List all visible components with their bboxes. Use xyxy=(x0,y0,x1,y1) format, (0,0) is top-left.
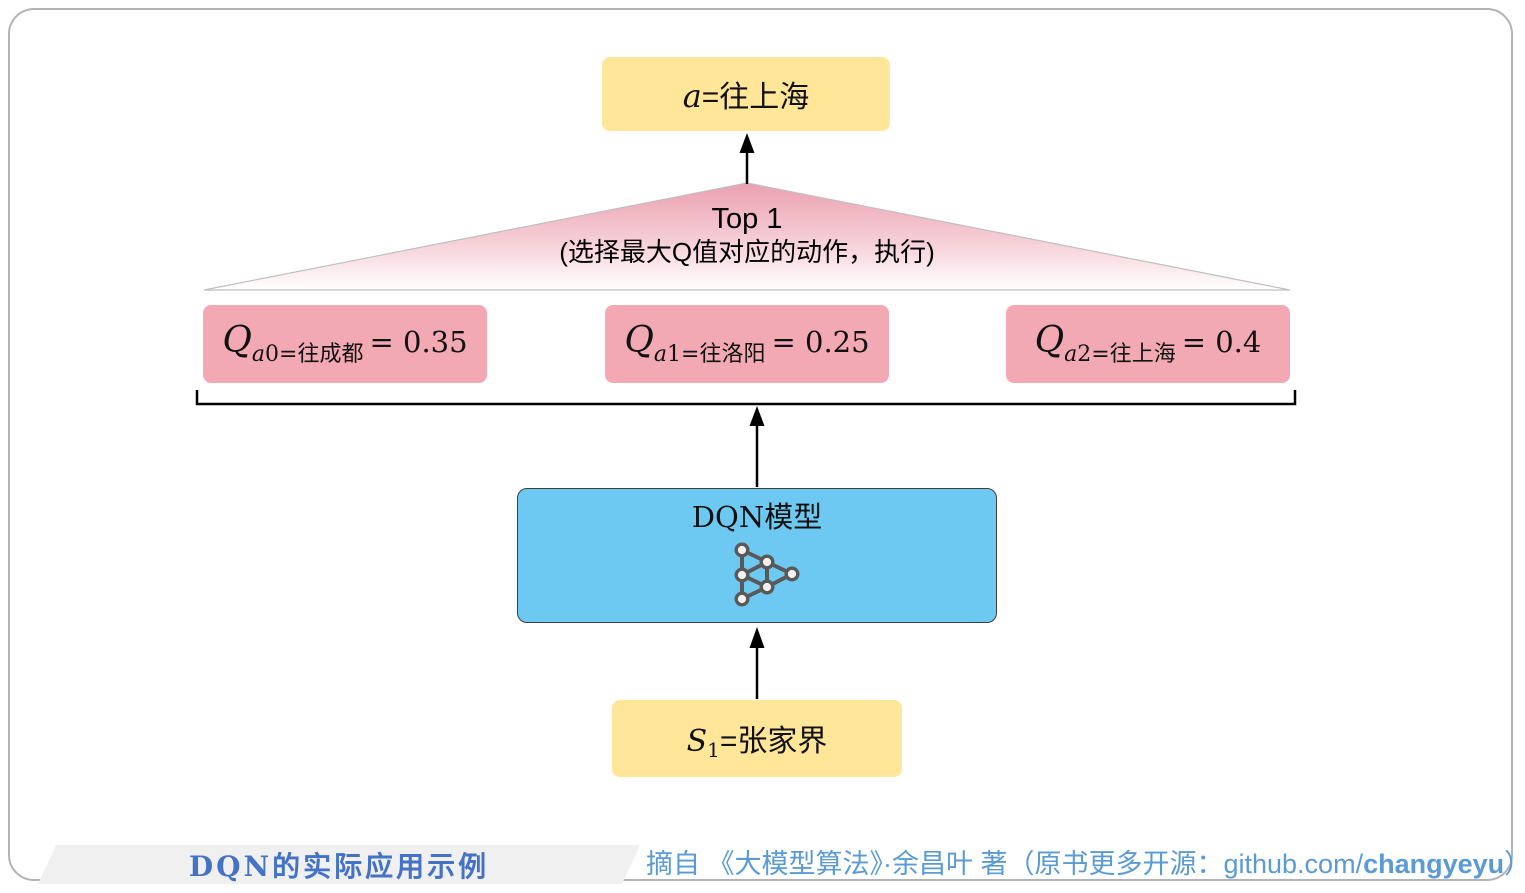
footer-title: DQN的实际应用示例 xyxy=(188,849,490,883)
q-value-text-2: Qa2=往上海= 0.4 xyxy=(1034,320,1262,367)
footer-source-text: 摘自 《大模型算法》·余昌叶 著（原书更多开源：github.com/ xyxy=(646,849,1364,879)
state-box: S1=张家界 xyxy=(612,700,902,777)
footer-title-banner: DQN的实际应用示例 xyxy=(38,845,640,884)
footer-source: 摘自 《大模型算法》·余昌叶 著（原书更多开源：github.com/chang… xyxy=(646,845,1525,884)
arrow-model-to-qvalues xyxy=(749,406,765,487)
selection-rule-label: (选择最大Q值对应的动作，执行) xyxy=(559,237,935,267)
q-value-text-1: Qa1=往洛阳= 0.25 xyxy=(624,320,870,367)
arrow-state-to-model xyxy=(749,627,765,699)
state-label: S1=张家界 xyxy=(686,723,828,762)
action-box: a=往上海 xyxy=(602,57,890,131)
footer-source-suffix: ） xyxy=(1504,849,1525,879)
neural-network-icon xyxy=(734,542,800,607)
q-value-box-1: Qa1=往洛阳= 0.25 xyxy=(605,305,889,383)
arrow-to-action xyxy=(739,133,755,184)
selection-triangle xyxy=(203,182,1291,291)
q-value-box-2: Qa2=往上海= 0.4 xyxy=(1006,305,1290,383)
q-value-box-0: Qa0=往成都= 0.35 xyxy=(203,305,487,383)
page-border xyxy=(8,8,1513,881)
q-value-text-0: Qa0=往成都= 0.35 xyxy=(222,320,468,367)
footer-source-author-handle: changyeyu xyxy=(1363,849,1505,879)
dqn-model-label: DQN模型 xyxy=(691,500,823,534)
top1-label: Top 1 xyxy=(711,203,783,235)
selection-triangle-label: Top 1 (选择最大Q值对应的动作，执行) xyxy=(380,203,1114,269)
q-values-bracket xyxy=(195,390,1297,406)
action-label: a=往上海 xyxy=(682,77,810,115)
